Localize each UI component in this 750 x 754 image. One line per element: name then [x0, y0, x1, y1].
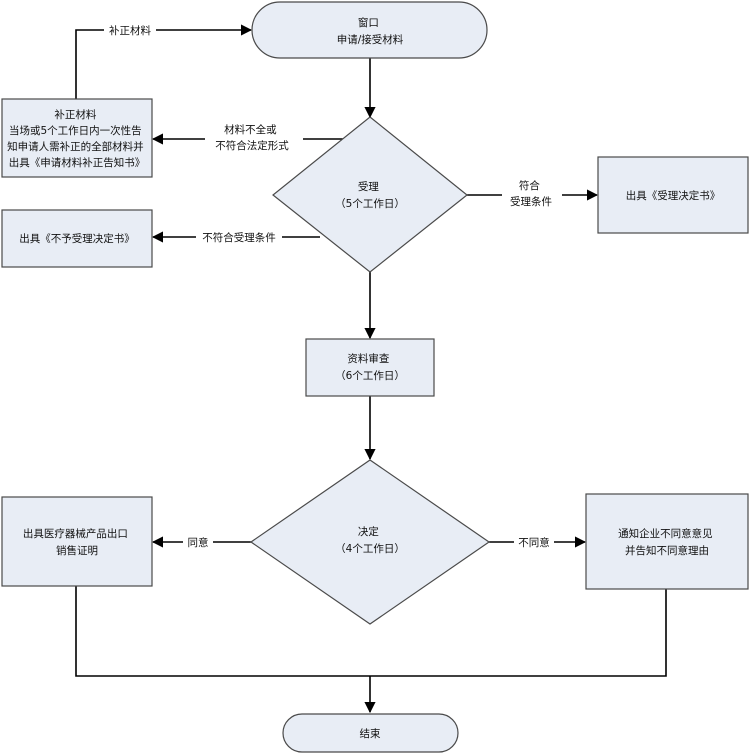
node-labels: 窗口 申请/接受材料 补正材料 当场或5个工作日内一次性告 知申请人需补正的全部…: [7, 16, 720, 740]
node-certificate-label: 出具医疗器械产品出口 销售证明: [23, 527, 131, 557]
node-reject-notice-label: 出具《不予受理决定书》: [19, 232, 135, 245]
node-end: [282, 713, 459, 753]
edge-label-not-meets: 不符合受理条件: [202, 231, 276, 244]
node-decision-label: 决定 （4个工作日）: [335, 525, 405, 555]
node-accept: [272, 116, 468, 273]
node-accept-label: 受理 （5个工作日）: [335, 181, 405, 210]
edge-label-incomplete: 材料不全或 不符合法定形式: [215, 123, 289, 152]
node-decision: [249, 459, 491, 625]
node-accept-notice: [597, 156, 749, 234]
edge-label-meets: 符合 受理条件: [510, 179, 552, 208]
node-end-label: 结束: [360, 727, 381, 740]
node-review: [305, 338, 435, 397]
node-certificate: [1, 496, 153, 587]
node-accept-notice-label: 出具《受理决定书》: [626, 189, 721, 202]
node-reject-notice: [1, 209, 153, 268]
edge-label-agree: 同意: [188, 536, 209, 549]
node-supplement: [1, 98, 153, 178]
node-notify-disagree-label: 通知企业不同意意见 并告知不同意理由: [618, 527, 716, 557]
edge-label-disagree: 不同意: [518, 536, 550, 549]
node-notify-disagree: [585, 493, 749, 590]
node-supplement-label: 补正材料 当场或5个工作日内一次性告 知申请人需补正的全部材料并 出具《申请材料…: [7, 108, 147, 169]
node-window: [251, 1, 488, 59]
edge-label-supplement-back: 补正材料: [109, 24, 151, 37]
node-window-label: 窗口 申请/接受材料: [337, 16, 404, 46]
edge-certificate-down: [75, 586, 667, 677]
edge-labels: 补正材料 材料不全或 不符合法定形式 符合 受理条件 不符合受理条件 同意 不同…: [104, 22, 562, 550]
node-review-label: 资料审查 （6个工作日）: [335, 352, 405, 382]
edge-supplement-to-window: [75, 24, 253, 99]
